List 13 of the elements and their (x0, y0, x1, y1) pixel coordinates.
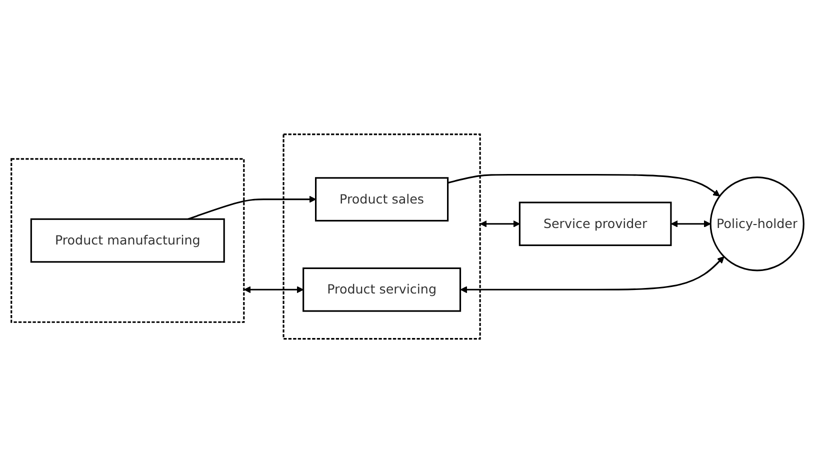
arrow (670, 220, 711, 228)
arrow (448, 174, 720, 197)
node-box: Product sales (315, 178, 449, 222)
node-circle: Policy-holder (710, 176, 804, 272)
node-box: Product manufacturing (30, 218, 225, 264)
arrow (188, 196, 316, 220)
cluster (282, 134, 481, 340)
node-box: Service provider (518, 202, 672, 246)
node-box: Product servicing (302, 268, 462, 312)
arrow (460, 256, 724, 294)
cluster (10, 158, 245, 324)
arrow (244, 286, 304, 294)
arrow (480, 220, 520, 228)
